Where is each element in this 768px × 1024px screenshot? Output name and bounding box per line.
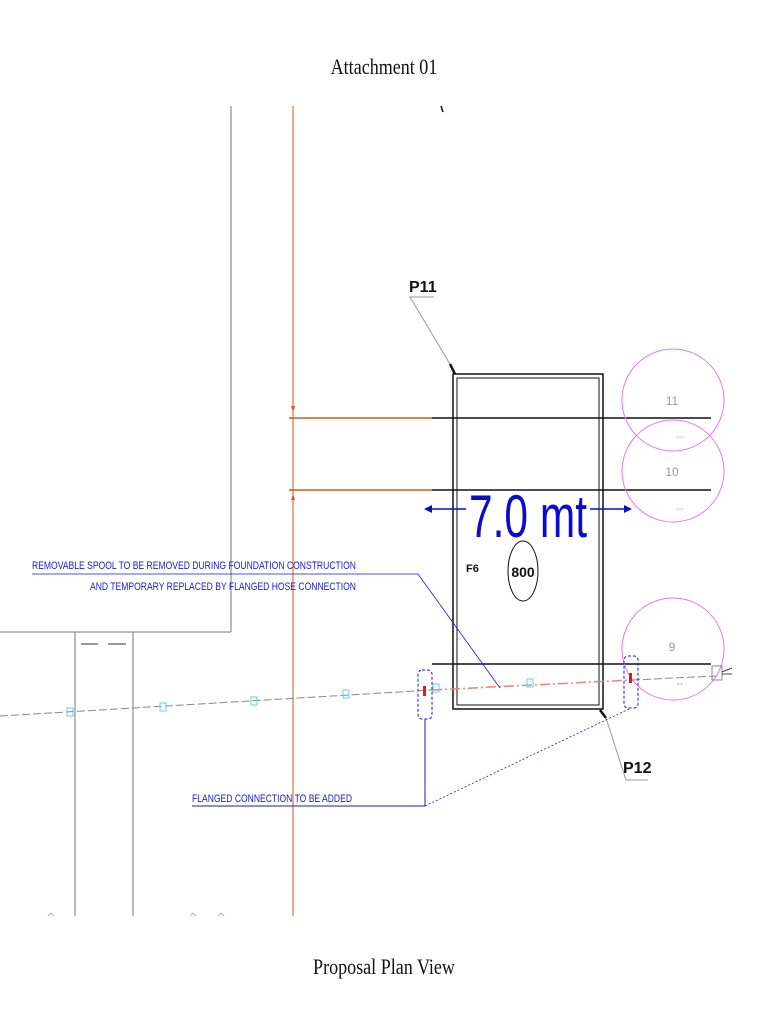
note-flange: FLANGED CONNECTION TO BE ADDED bbox=[192, 793, 352, 805]
page-caption: Proposal Plan View bbox=[313, 954, 455, 979]
pipe-support-marker bbox=[66, 707, 74, 717]
grid-circle-9 bbox=[621, 597, 725, 701]
pipe-support-marker bbox=[250, 696, 258, 706]
note-flange-leader bbox=[424, 707, 632, 807]
label-p11: P11 bbox=[409, 279, 437, 296]
p12-leader bbox=[605, 717, 648, 781]
circle-label-10: 10 bbox=[665, 465, 679, 479]
foundation-label: F6 bbox=[466, 563, 479, 575]
pipe-support-marker bbox=[159, 702, 167, 712]
tick-mark bbox=[440, 105, 444, 113]
circle-dash: -- bbox=[677, 504, 684, 515]
removable-spool bbox=[431, 679, 633, 691]
foundation-inner-outline bbox=[456, 377, 600, 706]
circle-label-11: 11 bbox=[666, 394, 679, 408]
grid-circle-10 bbox=[621, 419, 725, 523]
pipe-arrow bbox=[291, 494, 295, 500]
dimension-arrow-right bbox=[624, 505, 632, 513]
pipe-support-marker bbox=[342, 689, 350, 699]
note-spool-line1: REMOVABLE SPOOL TO BE REMOVED DURING FOU… bbox=[32, 560, 356, 572]
dimension-label: 7.0 mt bbox=[469, 483, 587, 550]
pile-outline bbox=[507, 540, 539, 602]
pipe-arrow bbox=[291, 406, 295, 412]
circle-dash: -- bbox=[677, 679, 684, 690]
circle-dash: -- bbox=[677, 432, 684, 443]
pipe-support-marker bbox=[432, 683, 440, 693]
note-spool-line2: AND TEMPORARY REPLACED BY FLANGED HOSE C… bbox=[90, 581, 356, 593]
circle-label-9: 9 bbox=[669, 640, 676, 654]
page-title: Attachment 01 bbox=[330, 54, 438, 79]
grid-circle-11 bbox=[621, 348, 725, 452]
pipe-centerline bbox=[631, 675, 717, 681]
flange-marker bbox=[423, 686, 426, 696]
pipe-centerline bbox=[0, 689, 433, 717]
label-p12: P12 bbox=[623, 760, 652, 777]
pipe-end-cap bbox=[711, 665, 723, 681]
p11-leader-tip bbox=[448, 363, 457, 375]
foundation-outline bbox=[452, 373, 604, 710]
section-marks bbox=[47, 912, 225, 917]
p11-leader bbox=[409, 296, 451, 365]
pipe-support-marker bbox=[526, 678, 534, 688]
note-spool-leader bbox=[32, 573, 501, 689]
flange-marker bbox=[629, 673, 632, 683]
dimension-arrow-left bbox=[424, 505, 432, 513]
p12-leader-tip bbox=[599, 709, 607, 719]
pipe-end-mark bbox=[721, 667, 733, 675]
pile-size-label: 800 bbox=[511, 564, 535, 580]
